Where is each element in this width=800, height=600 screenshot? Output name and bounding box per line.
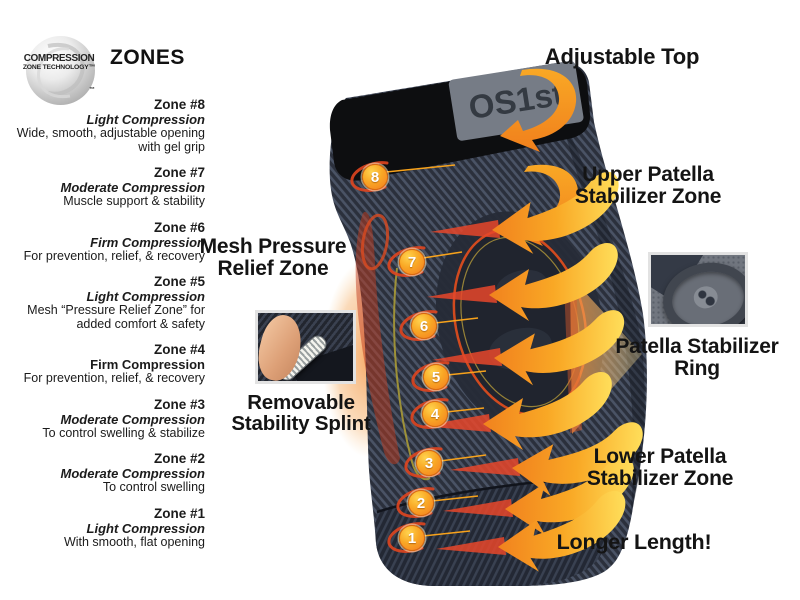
zone-entry-5: Zone #5 Light Compression Mesh “Pressure…: [8, 274, 205, 331]
zone-entry-3: Zone #3 Moderate Compression To control …: [8, 397, 205, 441]
zone-marker-4: 4: [422, 401, 448, 427]
zone-title: Zone #6: [153, 219, 205, 235]
logo-line1: COMPRESSION: [23, 53, 95, 64]
zone-entry-2: Zone #2 Moderate Compression To control …: [8, 451, 205, 495]
zone-ring-icons: [350, 161, 450, 553]
zone-level: Moderate Compression: [60, 411, 205, 427]
ring-hub: [692, 284, 720, 311]
zone-title: Zone #4: [153, 342, 205, 357]
zone-desc: For prevention, relief, & recovery: [23, 248, 205, 263]
zone-entry-7: Zone #7 Moderate Compression Muscle supp…: [8, 165, 205, 209]
zone-marker-5: 5: [423, 364, 449, 390]
callout-removable-splint: Removable Stability Splint: [231, 391, 371, 436]
zone-list: Zone #8 Light Compression Wide, smooth, …: [8, 97, 205, 549]
zone-marker-6: 6: [411, 313, 437, 339]
marker-leader-lines: [385, 164, 487, 537]
zone-desc: To control swelling: [102, 480, 205, 494]
zone-entry-8: Zone #8 Light Compression Wide, smooth, …: [8, 97, 205, 154]
zone-title: Zone #2: [153, 451, 205, 466]
zone-level: Light Compression: [86, 520, 205, 536]
zone-entry-4: Zone #4 Firm Compression For prevention,…: [8, 342, 205, 386]
callout-upper-patella: Upper Patella Stabilizer Zone: [574, 163, 722, 208]
zone-marker-7: 7: [399, 249, 425, 275]
zone-title: Zone #7: [153, 165, 205, 180]
zone-level: Moderate Compression: [60, 466, 205, 481]
zone-title: Zone #3: [153, 396, 205, 412]
zone-title: Zone #1: [153, 505, 205, 521]
zone-desc: With smooth, flat opening: [63, 534, 205, 549]
zone-marker-8: 8: [362, 164, 388, 190]
logo-text: COMPRESSION ZONE TECHNOLOGY™: [18, 54, 100, 72]
red-seam: [355, 211, 400, 465]
zone-level: Light Compression: [86, 289, 205, 304]
zone-title: Zone #8: [153, 97, 205, 112]
zone-desc: For prevention, relief, & recovery: [23, 371, 205, 385]
zone-marker-3: 3: [416, 450, 442, 476]
zone-level: Moderate Compression: [60, 180, 205, 195]
zone-marker-1: 1: [399, 525, 425, 551]
red-seam-loop: [360, 213, 390, 271]
patella-ring-photo: [648, 252, 748, 327]
callout-patella-ring: Patella Stabilizer Ring: [615, 335, 779, 380]
zone-entry-6: Zone #6 Firm Compression For prevention,…: [8, 220, 205, 264]
trademark-symbol: ™: [89, 87, 95, 93]
swirl-icon: [37, 42, 85, 99]
zone-level: Light Compression: [86, 112, 205, 127]
removable-splint-photo: [255, 310, 356, 384]
zone-level: Firm Compression: [90, 357, 205, 372]
compression-zone-technology-logo: [26, 36, 95, 105]
zones-heading: ZONES: [110, 46, 185, 69]
zone-desc: Mesh “Pressure Relief Zone” for added co…: [27, 303, 205, 331]
zone-desc: Wide, smooth, adjustable opening with ge…: [16, 126, 205, 154]
callout-adjustable-top: Adjustable Top: [544, 44, 700, 69]
zone-title: Zone #5: [153, 274, 205, 289]
callout-longer-length: Longer Length!: [556, 530, 712, 554]
logo-line2: ZONE TECHNOLOGY™: [22, 64, 96, 71]
callout-mesh-zone: Mesh Pressure Relief Zone: [199, 235, 347, 280]
zone-desc: To control swelling & stabilize: [42, 425, 205, 440]
zone-desc: Muscle support & stability: [63, 194, 205, 208]
zone-level: Firm Compression: [90, 234, 205, 250]
zone-marker-2: 2: [408, 490, 434, 516]
zone-entry-1: Zone #1 Light Compression With smooth, f…: [8, 506, 205, 550]
callout-lower-patella: Lower Patella Stabilizer Zone: [586, 445, 734, 490]
